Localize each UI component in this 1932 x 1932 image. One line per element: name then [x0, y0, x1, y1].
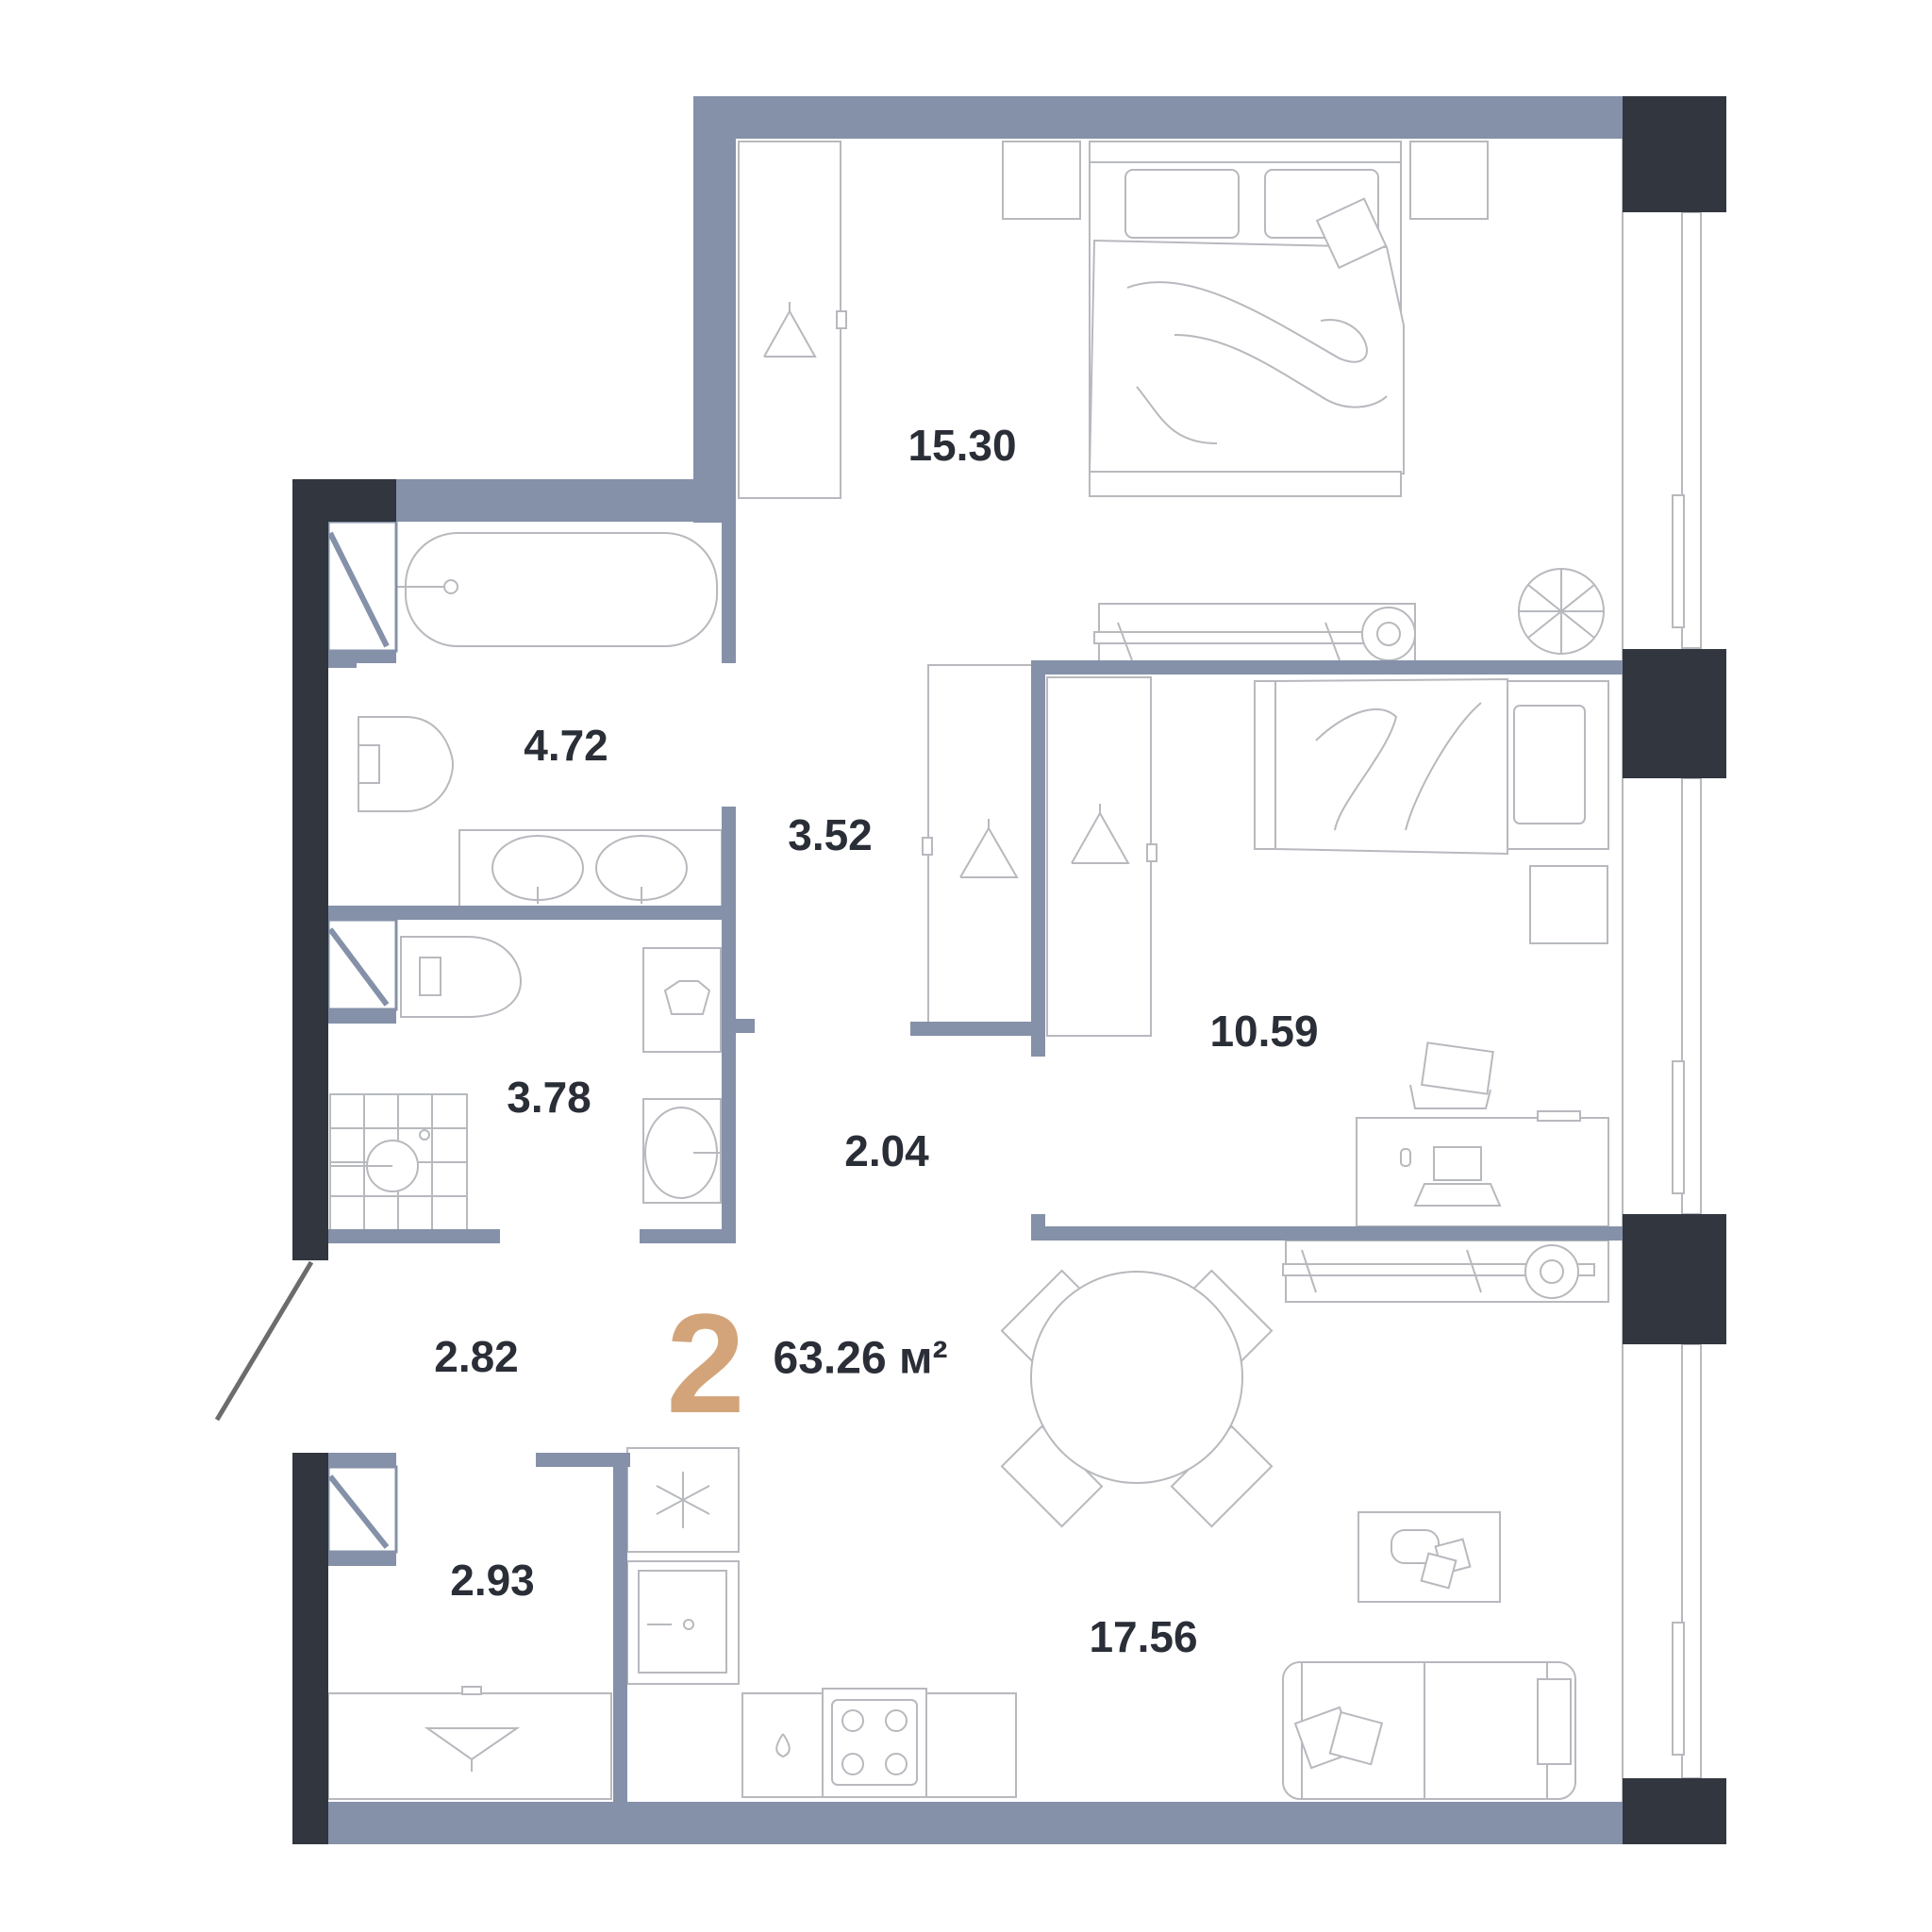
furniture — [214, 141, 1609, 1800]
exterior-walls — [292, 96, 1726, 1844]
double-sink-icon — [458, 829, 723, 914]
plant-icon — [1518, 568, 1605, 655]
room-area-corridor-upper: 3.52 — [788, 810, 873, 859]
rooms-count: 2 — [666, 1284, 745, 1442]
nightstand-icon — [1002, 141, 1081, 220]
windows — [1622, 108, 1702, 1816]
kitchen-cabinet-icon — [925, 1692, 1017, 1798]
sofa-icon — [1282, 1661, 1576, 1800]
kitchen-sink-icon — [741, 1692, 824, 1798]
cooktop-icon — [822, 1688, 927, 1798]
room-area-toilet: 3.78 — [507, 1073, 591, 1122]
dining-table-icon — [1000, 1269, 1274, 1528]
sink-icon — [642, 1098, 722, 1204]
washing-machine-icon — [642, 947, 722, 1053]
wardrobe-icon — [922, 664, 1033, 1036]
fridge-icon — [626, 1447, 740, 1553]
single-bed-icon — [1254, 677, 1609, 856]
desk-icon — [1356, 1041, 1609, 1227]
coffee-table-icon — [1357, 1511, 1501, 1603]
nightstand-icon — [1409, 141, 1489, 220]
toilet-icon — [358, 716, 455, 812]
room-area-corridor-lower: 2.04 — [844, 1126, 929, 1175]
bathtub-icon — [396, 532, 718, 647]
tv-stand-icon — [1282, 1240, 1609, 1303]
entrance-door-icon — [214, 1260, 314, 1422]
total-area: 63.26 м² — [773, 1333, 948, 1384]
sideboard-icon — [1093, 603, 1416, 666]
nightstand-icon — [1529, 865, 1608, 944]
interior-walls — [326, 96, 1623, 1844]
room-area-storage: 2.93 — [450, 1556, 535, 1605]
toilet-icon — [400, 936, 523, 1018]
wardrobe-icon — [1046, 676, 1158, 1037]
shower-icon — [329, 1093, 468, 1232]
room-area-bathroom: 4.72 — [524, 721, 608, 770]
room-area-kitchen-living: 17.56 — [1089, 1612, 1198, 1661]
wardrobe-icon — [738, 141, 847, 499]
wardrobe-icon — [327, 1686, 612, 1800]
double-bed-icon — [1088, 141, 1405, 497]
oven-column-icon — [626, 1560, 740, 1685]
room-area-hallway: 2.82 — [434, 1332, 519, 1381]
room-area-bedroom-second: 10.59 — [1209, 1007, 1319, 1056]
room-area-bedroom-main: 15.30 — [908, 421, 1017, 470]
